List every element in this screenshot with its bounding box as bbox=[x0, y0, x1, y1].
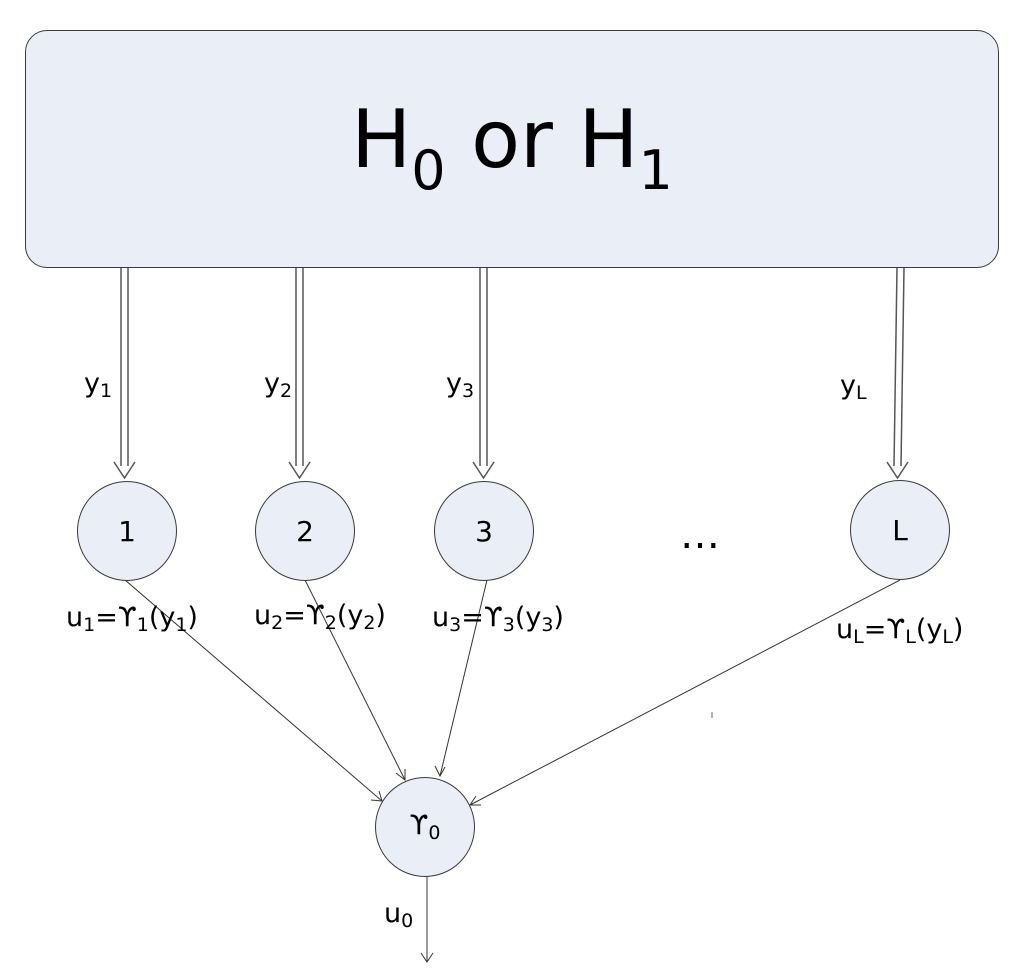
observation-arrow-2 bbox=[288, 268, 311, 480]
output-label: u0 bbox=[384, 898, 414, 932]
sensor-node-label: 3 bbox=[475, 514, 493, 548]
sensor-node-label: 2 bbox=[296, 514, 314, 548]
hypothesis-title: H0 or H1 bbox=[351, 93, 673, 202]
sensor-node-L: L bbox=[850, 480, 950, 580]
ellipsis: … bbox=[680, 512, 721, 558]
observation-arrow-1 bbox=[113, 268, 136, 480]
fusion-center-node: ϒ0 bbox=[375, 777, 475, 877]
observation-arrow-L bbox=[886, 267, 909, 480]
sensor-node-3: 3 bbox=[434, 481, 534, 581]
decision-label-1: u1=ϒ1(y1) bbox=[66, 602, 198, 636]
output-arrow bbox=[420, 876, 434, 963]
observation-label-2: y2 bbox=[264, 368, 293, 402]
fusion-center-label: ϒ0 bbox=[409, 810, 441, 844]
sensor-node-1: 1 bbox=[77, 481, 177, 581]
observation-label-1: y1 bbox=[84, 368, 113, 402]
observation-arrow-3 bbox=[472, 268, 495, 480]
sensor-node-2: 2 bbox=[255, 481, 355, 581]
observation-label-3: y3 bbox=[446, 368, 475, 402]
decision-label-2: u2=ϒ2(y2) bbox=[254, 600, 386, 634]
decision-arrow-3 bbox=[434, 579, 488, 778]
sensor-node-label: 1 bbox=[118, 514, 136, 548]
observation-label-L: yL bbox=[840, 370, 867, 404]
decision-label-3: u3=ϒ3(y3) bbox=[432, 602, 564, 636]
hypothesis-box: H0 or H1 bbox=[25, 30, 999, 268]
sensor-node-label: L bbox=[892, 513, 908, 547]
decision-label-L: uL=ϒL(yL) bbox=[836, 614, 964, 648]
